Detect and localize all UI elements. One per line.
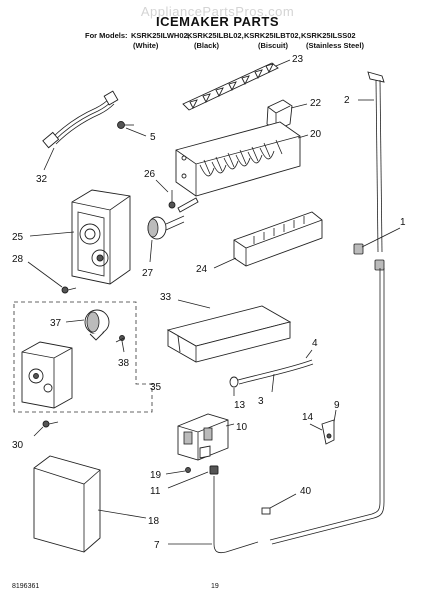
callout-11: 11 xyxy=(150,486,161,497)
doc-number: 8196361 xyxy=(12,583,40,590)
part-18-foam-block xyxy=(33,455,101,553)
callout-40: 40 xyxy=(300,486,312,497)
callout-33: 33 xyxy=(160,292,172,303)
model-color-3: (Biscuit) xyxy=(258,41,288,50)
part-33-tray xyxy=(166,305,292,363)
part-11-nut xyxy=(209,465,219,475)
part-7-water-line xyxy=(213,268,385,554)
part-24-heater xyxy=(233,211,323,267)
callout-13: 13 xyxy=(234,400,246,411)
callout-25: 25 xyxy=(12,232,24,243)
callout-24: 24 xyxy=(196,264,208,275)
part-40-clip xyxy=(261,507,271,515)
part-30-screw xyxy=(42,420,59,428)
model-color-4: (Stainless Steel) xyxy=(306,41,364,50)
callout-27: 27 xyxy=(142,268,154,279)
callout-22: 22 xyxy=(310,98,322,109)
part-10-water-valve xyxy=(177,413,229,461)
part-22-cover xyxy=(266,99,293,131)
callout-38: 38 xyxy=(118,358,130,369)
part-20-ice-mold xyxy=(175,121,301,197)
part-32-wire-harness xyxy=(42,90,119,149)
callout-23: 23 xyxy=(292,54,304,65)
callout-37: 37 xyxy=(50,318,62,329)
callout-18: 18 xyxy=(148,516,160,527)
model-number-2: KSRK25ILBL02, xyxy=(187,31,244,40)
callout-32: 32 xyxy=(36,174,48,185)
part-38-screw xyxy=(115,335,125,343)
model-number-3: KSRK25ILBT02, xyxy=(244,31,301,40)
part-23-comb xyxy=(182,62,279,111)
callout-7: 7 xyxy=(154,540,160,551)
model-number-1: KSRK25ILWH02, xyxy=(131,31,190,40)
part-28-screw xyxy=(61,286,77,294)
part-module-plate xyxy=(21,341,73,409)
callout-35: 35 xyxy=(150,382,162,393)
callout-1: 1 xyxy=(400,217,406,228)
part-4-tube xyxy=(237,359,314,385)
part-1-fitting xyxy=(353,243,385,271)
callout-19: 19 xyxy=(150,470,162,481)
callout-20: 20 xyxy=(310,129,322,140)
part-5-screw xyxy=(117,121,134,129)
part-37-motor xyxy=(84,309,110,341)
page-title: ICEMAKER PARTS xyxy=(155,14,280,29)
callout-26: 26 xyxy=(144,169,156,180)
callout-5: 5 xyxy=(150,132,156,143)
page-number: 19 xyxy=(211,583,219,590)
callout-9: 9 xyxy=(334,400,340,411)
models-prefix: For Models: xyxy=(85,31,128,40)
part-13-ferrule xyxy=(229,376,239,388)
callout-4: 4 xyxy=(312,338,318,349)
callout-14: 14 xyxy=(302,412,314,423)
part-2-fill-tube xyxy=(367,71,385,253)
part-19-screw xyxy=(185,467,191,473)
model-color-1: (White) xyxy=(133,41,159,50)
watermark-text: AppliancePartsPros.com xyxy=(140,4,295,19)
callout-28: 28 xyxy=(12,254,24,265)
model-color-2: (Black) xyxy=(194,41,220,50)
part-25-housing xyxy=(71,189,131,285)
part-14-clamp xyxy=(321,419,335,445)
part-27-thermostat xyxy=(147,215,185,240)
callout-30: 30 xyxy=(12,440,24,451)
part-26-shaft xyxy=(168,190,199,213)
callout-3: 3 xyxy=(258,396,264,407)
model-number-4: KSRK25ILSS02 xyxy=(301,31,356,40)
callout-10: 10 xyxy=(236,422,248,433)
callout-2: 2 xyxy=(344,95,350,106)
